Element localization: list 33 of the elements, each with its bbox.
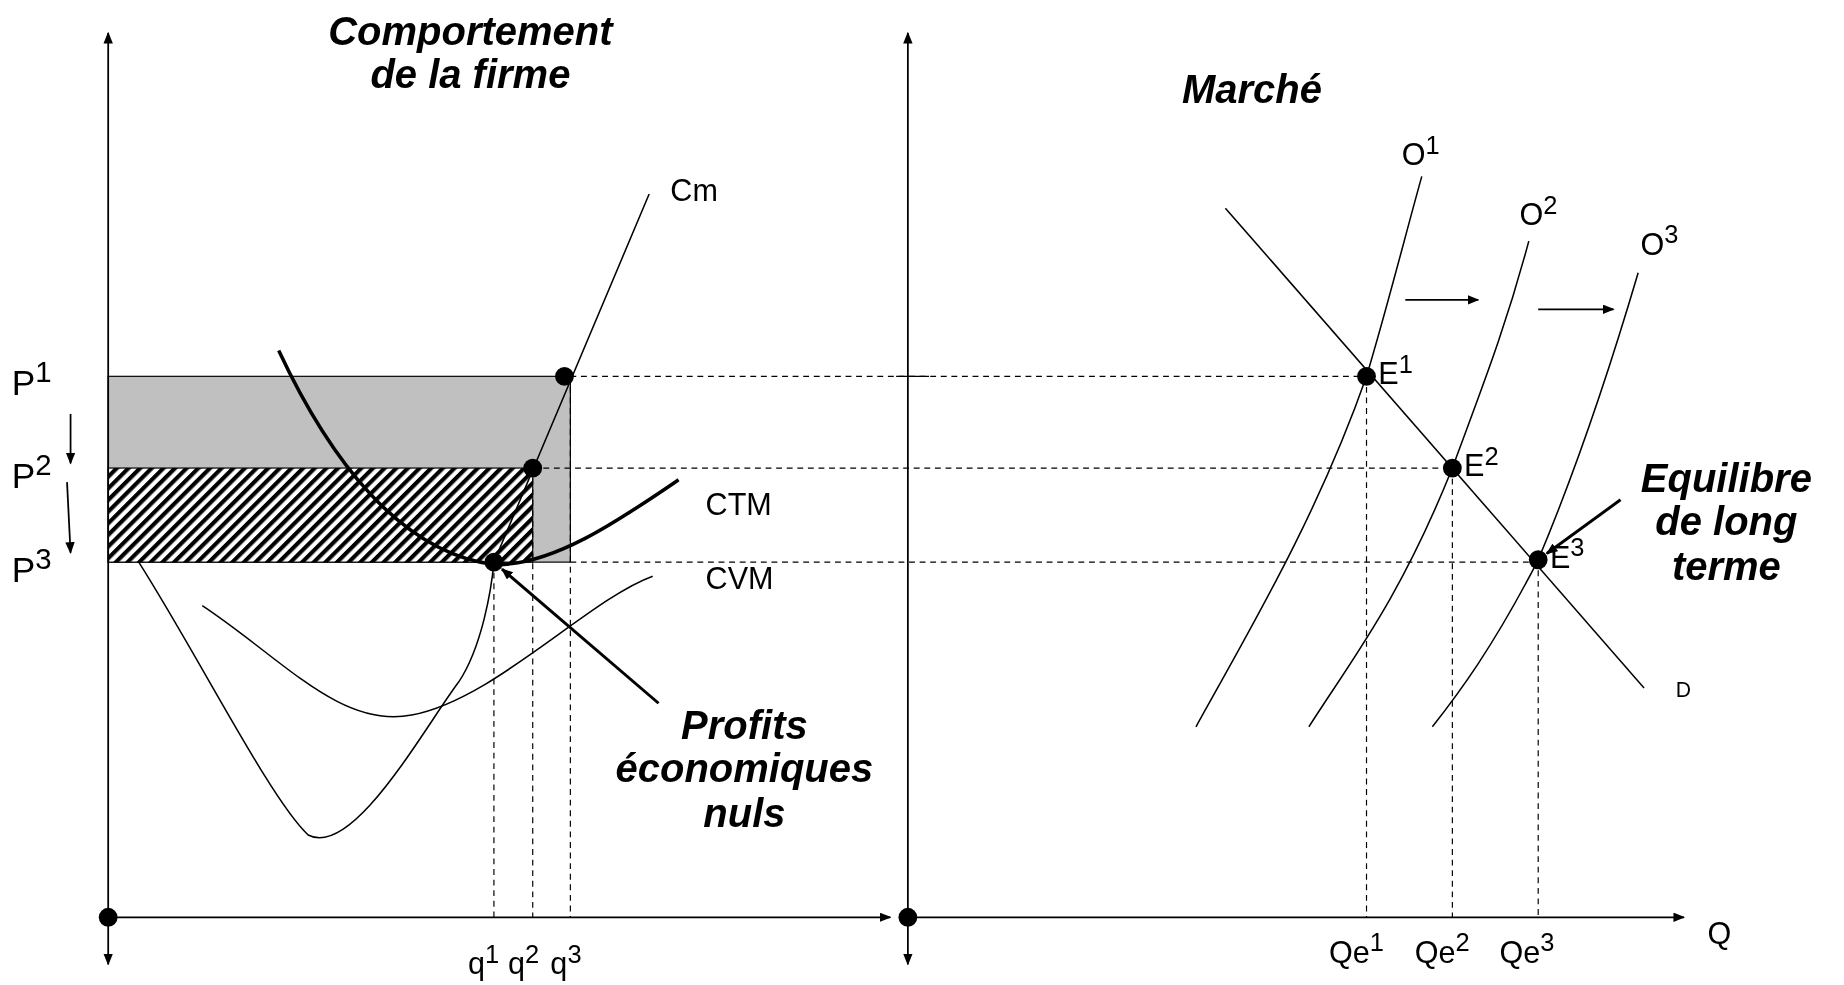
curve-label: D — [1675, 679, 1692, 703]
point-marker — [484, 552, 504, 572]
axis-label: q$^{1}$ — [468, 940, 500, 982]
point-marker — [98, 907, 118, 927]
leader-arrow — [501, 567, 660, 705]
point-marker — [1357, 366, 1376, 386]
axis-label: Qe$^{1}$ — [1328, 929, 1384, 970]
axis-label: Q — [1707, 917, 1732, 951]
panel-title: Marché — [1181, 68, 1322, 113]
axis-label: P$^{1}$ — [11, 356, 52, 403]
axis-label: P$^{3}$ — [11, 543, 52, 590]
curve-label: O$^{2}$ — [1519, 191, 1558, 232]
annotation-text: Profits économiques nuls — [585, 703, 904, 836]
axis-label: P$^{2}$ — [11, 449, 52, 496]
curve-label: O$^{1}$ — [1401, 131, 1440, 172]
curve-label: CVM — [705, 562, 774, 596]
point-label: E$^{1}$ — [1378, 350, 1413, 391]
axis-label: Qe$^{3}$ — [1499, 929, 1555, 970]
curve-label: CTM — [705, 488, 772, 522]
point-marker — [1442, 458, 1462, 478]
axis-label: q$^{3}$ — [550, 940, 582, 982]
leader-arrow — [1545, 498, 1622, 555]
point-label: E$^{2}$ — [1464, 442, 1499, 483]
point-marker — [555, 366, 574, 386]
annotation-text: Equilibre de long terme — [1620, 456, 1833, 589]
axis-label: Qe$^{2}$ — [1414, 929, 1470, 970]
axis-label: q$^{2}$ — [508, 940, 540, 982]
curve-label: Cm — [670, 174, 718, 208]
point-marker — [523, 458, 543, 478]
panel-title: Comportement de la firme — [327, 9, 615, 98]
point-marker — [898, 907, 918, 927]
curve-label: O$^{3}$ — [1640, 221, 1679, 262]
point-marker — [1528, 550, 1548, 570]
